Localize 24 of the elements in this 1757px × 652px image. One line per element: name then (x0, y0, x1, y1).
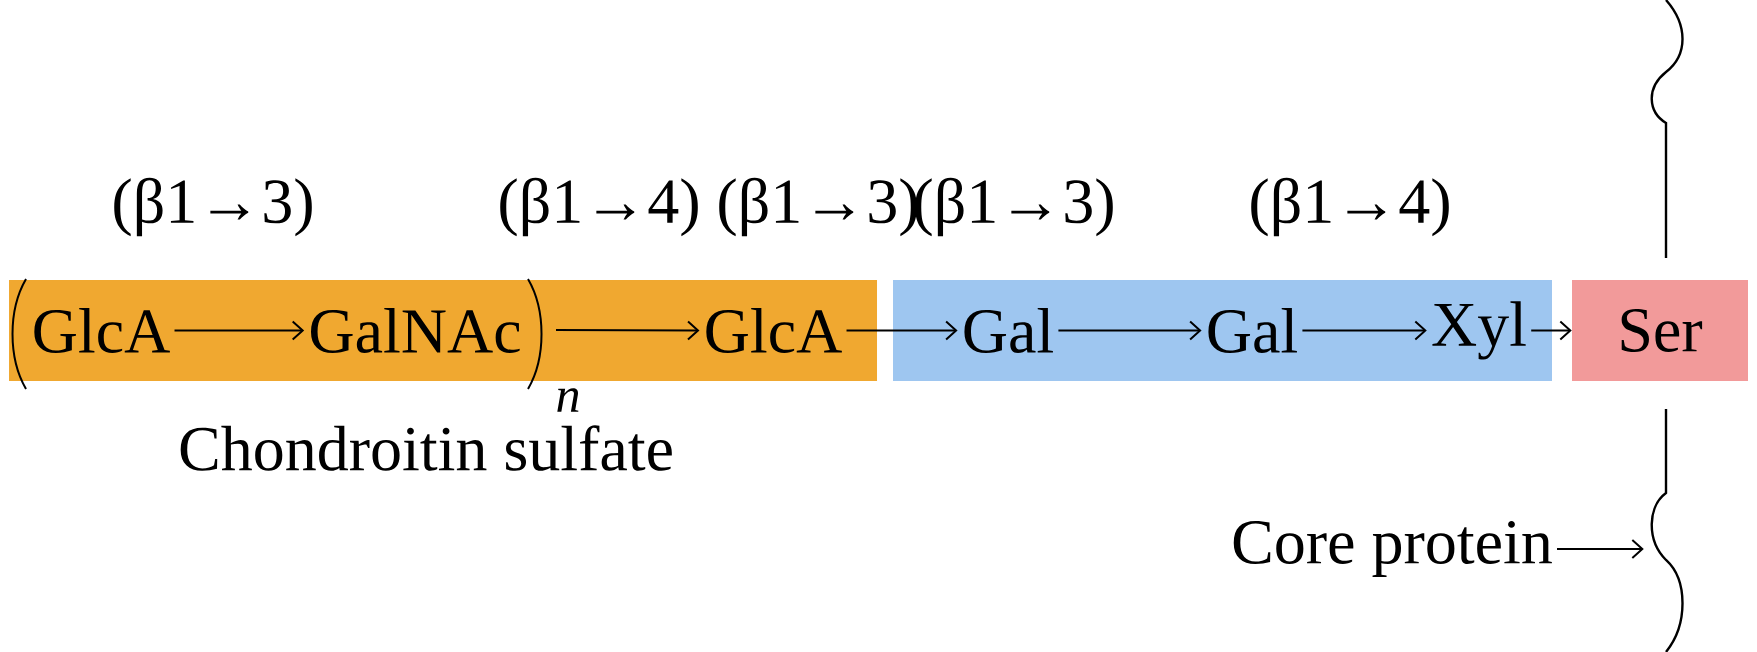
sugar-label: GlcA (706, 307, 842, 353)
arrow (173, 320, 305, 341)
wavy-line (1650, 409, 1684, 652)
subscript: n (557, 388, 579, 412)
sugar-label: Xyl (1432, 301, 1526, 360)
edge-label: (β1→3) (719, 177, 917, 237)
edge-label: (β1→4) (1251, 177, 1449, 237)
band (893, 280, 1552, 381)
sugar-label: GalNAc (311, 307, 520, 353)
edge-label: (β1→4) (500, 177, 698, 237)
node-label: Chondroitin sulfate (180, 425, 672, 471)
arrow (1556, 539, 1644, 559)
sugar-label: GlcA (34, 307, 170, 353)
arrow (1057, 320, 1202, 341)
edge-label: (β1→3) (915, 177, 1113, 237)
sugar-label: Gal (964, 307, 1053, 353)
arrow (1301, 320, 1427, 341)
arrow (1530, 320, 1572, 341)
arrow (555, 320, 700, 341)
residue-box: Ser (1572, 280, 1748, 381)
arrow (845, 320, 958, 341)
sugar-label: Gal (1208, 307, 1297, 353)
caption-text: Core protein (1233, 521, 1552, 577)
edge-label: (β1→3) (114, 177, 312, 237)
